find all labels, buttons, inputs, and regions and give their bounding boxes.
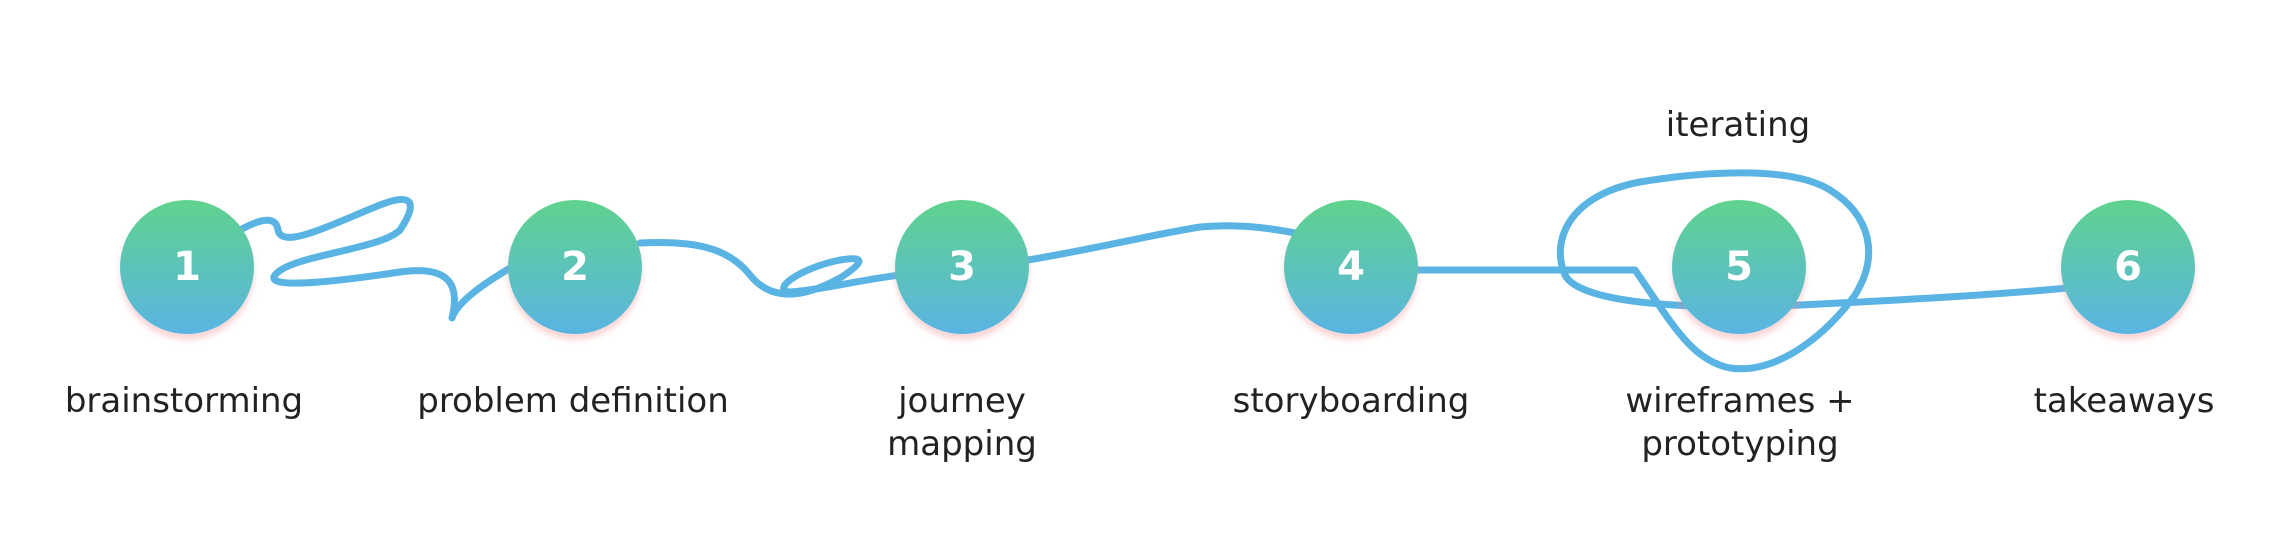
step-label-1: brainstorming: [64, 381, 304, 421]
step-number-6: 6: [2114, 244, 2142, 290]
path-segment-1-2: [236, 195, 514, 322]
step-node-1: 1: [120, 200, 254, 334]
step-label-4: storyboarding: [1232, 381, 1470, 421]
path-segment-2-3: [636, 239, 904, 298]
step-node-3: 3: [895, 200, 1029, 334]
step-node-2: 2: [508, 200, 642, 334]
annotation-iterating: iterating: [1665, 105, 1811, 145]
step-label-5: wireframes + prototyping: [1625, 381, 1855, 464]
step-label-3: journey mapping: [887, 381, 1037, 464]
path-segment-4-5: [1408, 169, 2104, 373]
step-number-4: 4: [1337, 244, 1365, 290]
step-node-5: 5: [1672, 200, 1806, 334]
step-label-6: takeaways: [2033, 381, 2215, 421]
step-number-3: 3: [948, 244, 976, 290]
step-number-5: 5: [1725, 244, 1753, 290]
step-number-1: 1: [173, 244, 201, 290]
step-number-2: 2: [561, 244, 589, 290]
step-label-2: problem definition: [417, 381, 729, 421]
step-node-6: 6: [2061, 200, 2195, 334]
step-node-4: 4: [1284, 200, 1418, 334]
